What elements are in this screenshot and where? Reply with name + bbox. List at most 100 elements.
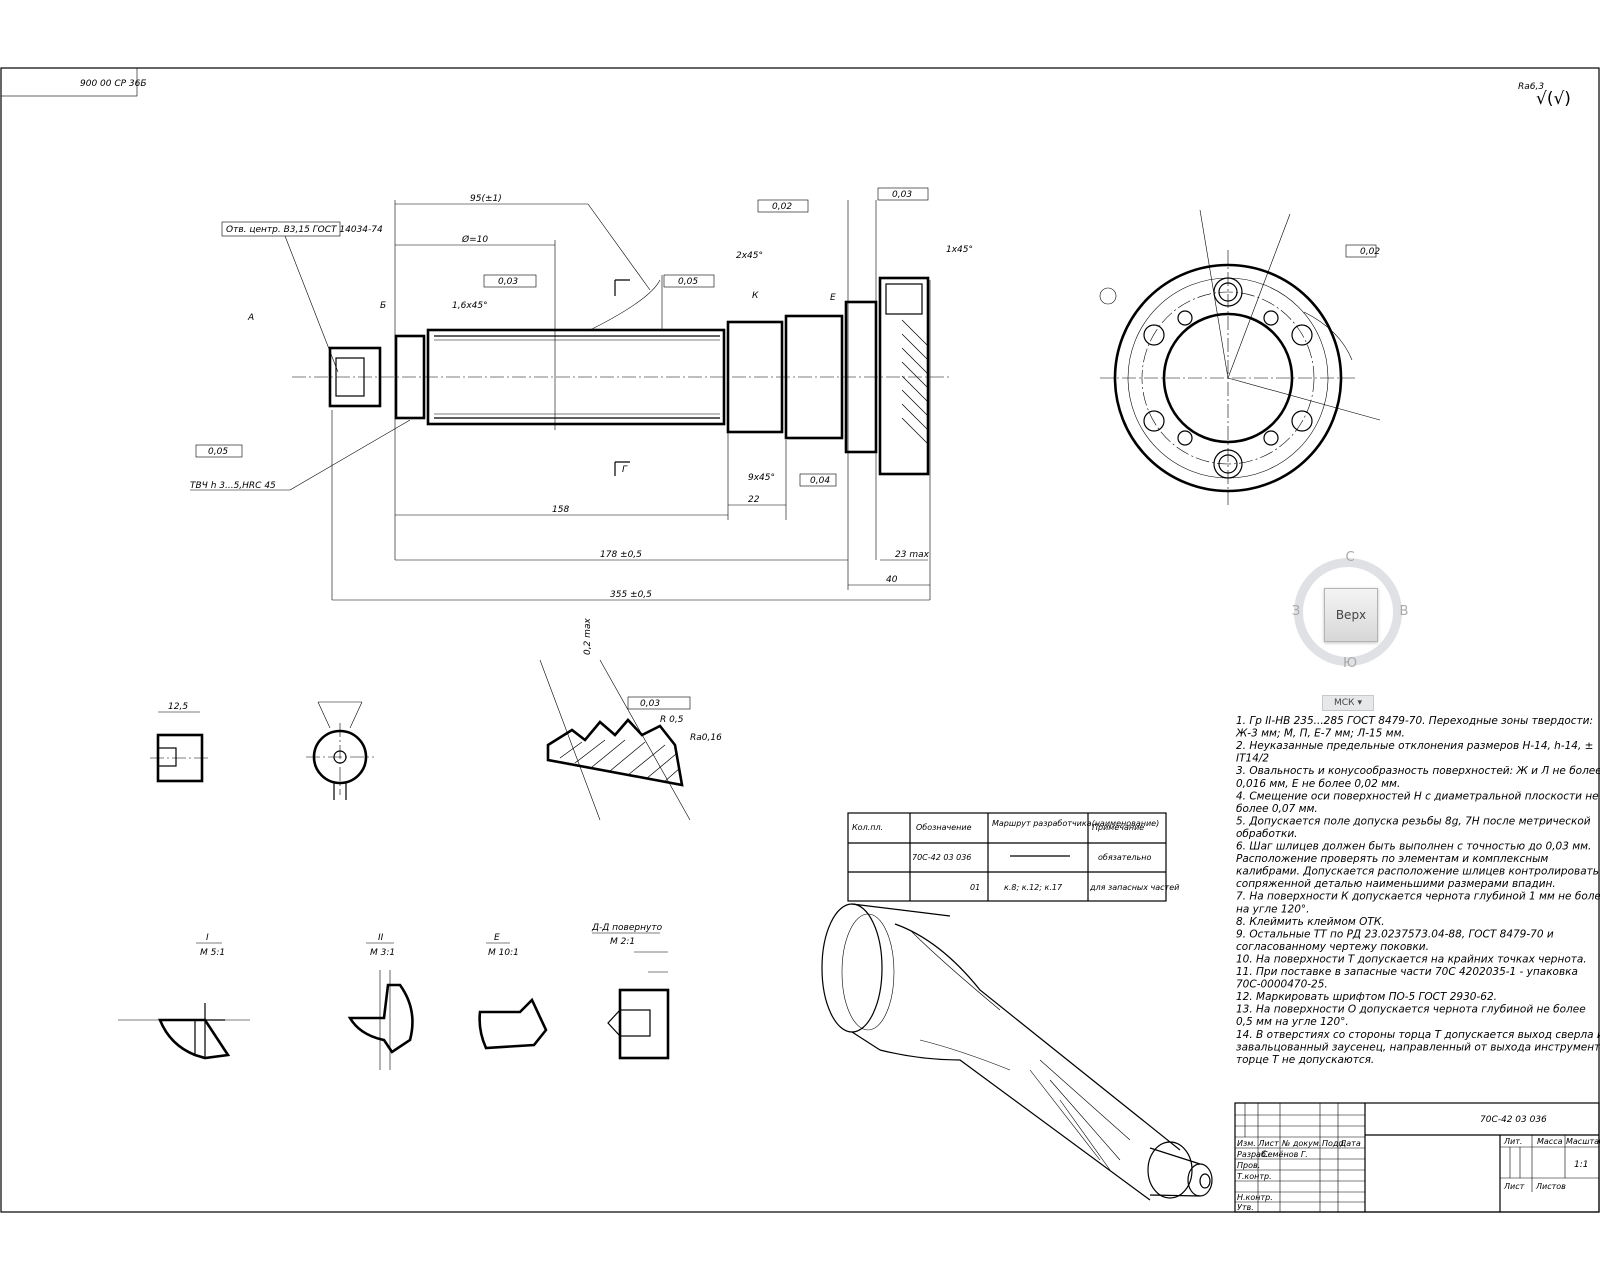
tb-mass: Масса <box>1537 1137 1563 1146</box>
section-1-scale: М 5:1 <box>200 948 225 958</box>
stamp-box <box>0 67 138 97</box>
note-line: 3. Овальность и конусообразность поверхн… <box>1236 765 1600 777</box>
section-1-label: I <box>206 933 209 943</box>
roughness-label: Ra6,3 <box>1518 82 1544 92</box>
note-line: IT14/2 <box>1236 753 1269 765</box>
tb-row-5: Семёнов Г. <box>1262 1150 1308 1159</box>
dim-l10: Ø=10 <box>461 234 488 245</box>
note-line: 7. На поверхности К допускается чернота … <box>1236 891 1600 903</box>
dim-chamfer-3: 1x45° <box>946 245 973 255</box>
note-line: калибрами. Допускается расположение шлиц… <box>1236 866 1599 878</box>
rev-header-0: Кол.пл. <box>852 823 883 832</box>
dim-95: 95(±1) <box>470 194 502 204</box>
tolerance-frame-1: 0,03 <box>483 274 537 288</box>
note-line: 1. Гр II-НВ 235...285 ГОСТ 8479-70. Пере… <box>1236 715 1593 727</box>
title-block: 70С-42 03 036 Лит. Масса Масштаб 1:1 Лис… <box>1234 1102 1600 1213</box>
detail-center-section <box>306 701 374 800</box>
bearing-seat-2 <box>784 314 844 440</box>
section-2-scale: М 3:1 <box>370 948 395 958</box>
note-line: 0,5 мм на угле 120°. <box>1236 1016 1349 1028</box>
tb-sheets: Листов <box>1535 1182 1566 1191</box>
tolerance-frame-2: 0,05 <box>663 274 715 288</box>
flange-end-view: 0,02 <box>1099 209 1380 505</box>
note-line: торце Т не допускаются. <box>1236 1054 1374 1066</box>
svg-text:0,02: 0,02 <box>772 202 792 212</box>
isometric-shaft <box>821 903 1213 1201</box>
note-line: на угле 120°. <box>1236 903 1310 915</box>
tolerance-frame-4: 0,03 <box>877 187 929 201</box>
view-cube-south[interactable]: Ю <box>1342 656 1358 671</box>
shaft-main-view: 95(±1) Ø=10 1,6x45° 2x45° 1x45° 158 22 9… <box>190 187 973 601</box>
svg-text:0,05: 0,05 <box>208 447 228 457</box>
dim-23max: 23 max <box>895 550 930 560</box>
section-3-scale: М 10:1 <box>488 948 519 958</box>
wcs-menu-button[interactable]: МСК ▾ <box>1322 695 1374 711</box>
tb-row-9: Утв. <box>1237 1203 1254 1212</box>
spline-gap: 0,2 max <box>583 618 593 655</box>
rev-header-2: Маршрут разработчика(наименование) <box>992 819 1159 828</box>
section-detail-1: I М 5:1 <box>118 933 250 1060</box>
section-2-label: II <box>378 933 384 943</box>
spline-radius: R 0,5 <box>660 715 684 725</box>
datum-e: Е <box>830 293 836 303</box>
tb-row-1: № докум. <box>1281 1139 1321 1148</box>
section-detail-3: Е М 10:1 <box>478 933 548 1050</box>
stamp-code: 900 00 СР 36Б <box>80 79 147 89</box>
center-hole <box>335 357 365 397</box>
chevron-down-icon: ▾ <box>1357 698 1362 708</box>
tb-sheet: Лист <box>1503 1182 1525 1191</box>
svg-text:0,03: 0,03 <box>892 190 912 200</box>
center-hole-note: Отв. центр. В3,15 ГОСТ 14034-74 <box>226 225 383 235</box>
note-line: 14. В отверстиях со стороны торца Т допу… <box>1236 1029 1600 1041</box>
detail-end-plug: 12,5 <box>150 702 210 783</box>
datum-a: А <box>247 313 254 323</box>
section-detail-d: Д-Д повернуто М 2:1 <box>591 923 670 1060</box>
datum-k: К <box>752 291 759 301</box>
view-cube-north[interactable]: С <box>1345 550 1355 565</box>
tb-row-4: Разраб. <box>1237 1150 1268 1159</box>
rev-header-1: Обозначение <box>916 823 972 832</box>
hardness-note: ТВЧ h 3...5,HRC 45 <box>190 481 276 491</box>
note-line: Расположение проверять по элементам и ко… <box>1236 853 1548 865</box>
tb-row-7: Т.контр. <box>1237 1172 1272 1181</box>
note-line: 5. Допускается поле допуска резьбы 8g, 7… <box>1236 815 1591 827</box>
tb-row-2: Подп. <box>1322 1139 1346 1148</box>
note-line: 0,016 мм, Е не более 0,02 мм. <box>1236 778 1400 790</box>
dim-355: 355 ±0,5 <box>610 590 652 600</box>
note-line: 2. Неуказанные предельные отклонения раз… <box>1236 740 1593 752</box>
rev-header-3: Примечание <box>1092 823 1144 832</box>
tolerance-frame-6: 0,04 <box>799 473 837 487</box>
view-cube-top-face[interactable]: Верх <box>1324 588 1378 642</box>
tech-requirements: 1. Гр II-НВ 235...285 ГОСТ 8479-70. Пере… <box>1235 715 1600 1066</box>
view-cube[interactable]: Верх С Ю З В <box>1290 550 1410 682</box>
note-line: 11. При поставке в запасные части 70С 42… <box>1236 966 1578 978</box>
rev-table: Кол.пл. Обозначение Маршрут разработчика… <box>847 812 1179 902</box>
detail-spline-profile: 0,03 R 0,5 Rа0,16 0,2 max <box>539 618 722 821</box>
section-detail-2: II М 3:1 <box>347 933 414 1070</box>
note-line: 8. Клеймить клеймом ОТК. <box>1236 916 1385 928</box>
bearing-seat-1 <box>726 320 784 434</box>
note-line: 4. Смещение оси поверхностей Н с диаметр… <box>1236 790 1599 802</box>
dim-22: 22 <box>748 495 760 505</box>
note-line: 13. На поверхности О допускается чернота… <box>1236 1004 1586 1016</box>
flange-bolt-hole <box>885 283 923 315</box>
tb-row-8: Н.контр. <box>1237 1193 1273 1202</box>
rev-row2-note: для запасных частей <box>1089 883 1179 892</box>
sheet-frame <box>0 67 1600 1213</box>
view-cube-ring[interactable] <box>1294 558 1402 666</box>
note-line: 9. Остальные ТТ по РД 23.0237573.04-88, … <box>1236 928 1554 940</box>
note-line: 70С-0000470-25. <box>1236 979 1328 991</box>
note-line: 12. Маркировать шрифтом ПО-5 ГОСТ 2930-6… <box>1236 991 1497 1003</box>
shaft-collar <box>394 334 426 420</box>
note-line: сопряженной деталью наименьшими размерам… <box>1236 878 1556 890</box>
tb-row-0: Изм. Лист <box>1237 1139 1279 1148</box>
spline-roughness: Rа0,16 <box>690 733 722 743</box>
shaft-flange <box>878 276 930 476</box>
tolerance-frame-3: 0,02 <box>757 199 809 213</box>
tb-scale-header: Масштаб <box>1566 1137 1600 1146</box>
title-code: 70С-42 03 036 <box>1480 1115 1547 1125</box>
view-cube-east[interactable]: В <box>1399 604 1409 619</box>
shaft-end-journal <box>328 346 382 408</box>
view-cube-west[interactable]: З <box>1291 604 1301 619</box>
